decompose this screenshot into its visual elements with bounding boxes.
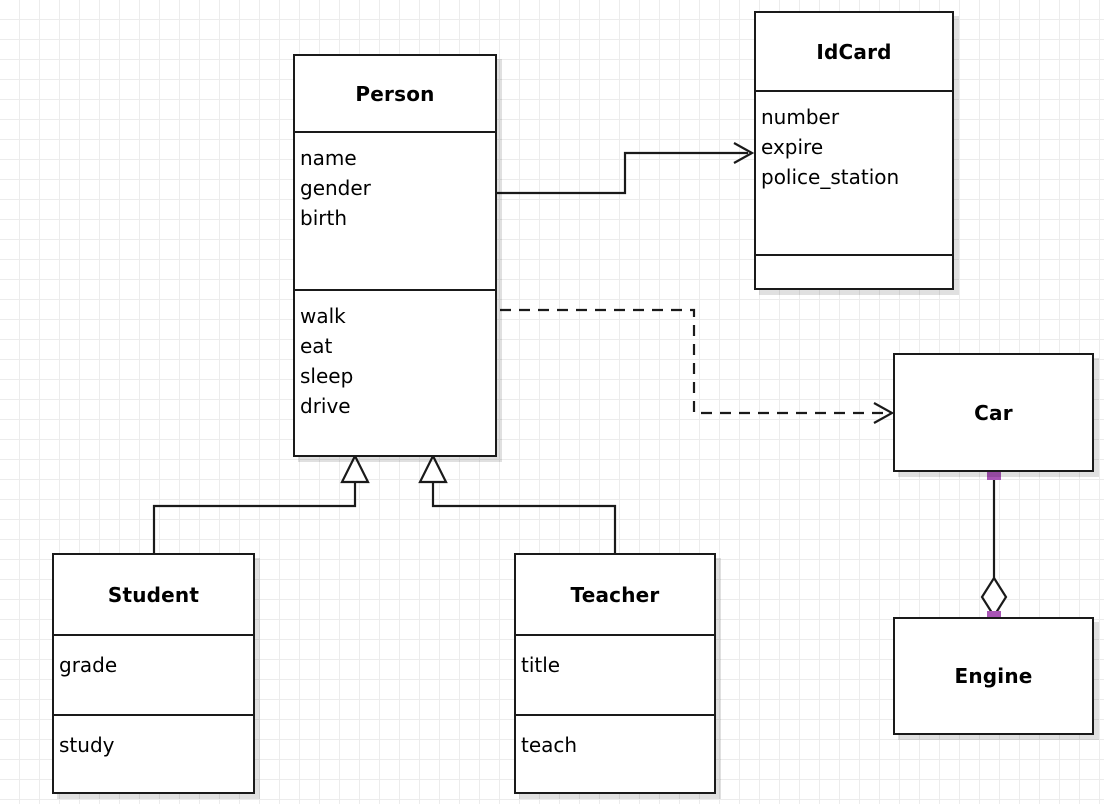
methods-compartment-teacher: teach — [516, 714, 714, 794]
method-item: study — [59, 733, 115, 757]
class-box-car[interactable]: Car — [893, 353, 1094, 472]
method-item: walk — [300, 304, 346, 328]
methods-compartment-person: walk eat sleep drive — [295, 289, 495, 455]
class-name-label: Person — [355, 81, 435, 106]
attribute-item: name — [300, 146, 357, 170]
method-item: teach — [521, 733, 578, 757]
attributes-compartment-person: name gender birth — [295, 131, 495, 289]
method-item: eat — [300, 334, 333, 358]
class-name-label: Student — [107, 582, 200, 607]
class-box-engine[interactable]: Engine — [893, 617, 1094, 735]
attribute-item: birth — [300, 206, 347, 230]
edge-student-person[interactable] — [152, 453, 370, 553]
edge-car-engine[interactable] — [980, 467, 1008, 624]
class-name-label: Engine — [954, 664, 1033, 688]
class-name-label: IdCard — [816, 39, 892, 64]
attribute-item: title — [521, 653, 561, 677]
attributes-compartment-idcard: number expire police_station — [756, 90, 952, 254]
attribute-item: grade — [59, 653, 118, 677]
attribute-item: expire — [761, 135, 824, 159]
methods-compartment-student: study — [54, 714, 253, 794]
class-name-label: Car — [974, 400, 1013, 425]
edge-teacher-person[interactable] — [418, 453, 617, 553]
class-name-teacher: Teacher — [516, 555, 714, 634]
class-box-student[interactable]: Student grade study — [52, 553, 255, 794]
class-name-car: Car — [895, 355, 1092, 470]
class-box-person[interactable]: Person name gender birth walk eat sleep … — [293, 54, 497, 457]
class-name-label: Teacher — [570, 582, 660, 607]
class-name-person: Person — [295, 56, 495, 131]
class-box-teacher[interactable]: Teacher title teach — [514, 553, 716, 794]
class-name-idcard: IdCard — [756, 13, 952, 90]
method-item: sleep — [300, 364, 354, 388]
edge-person-car[interactable] — [500, 308, 895, 424]
attributes-compartment-teacher: title — [516, 634, 714, 714]
class-name-student: Student — [54, 555, 253, 634]
edge-person-idcard[interactable] — [497, 142, 755, 195]
method-item: drive — [300, 394, 351, 418]
class-box-idcard[interactable]: IdCard number expire police_station — [754, 11, 954, 290]
methods-compartment-idcard — [756, 254, 952, 288]
attribute-item: number — [761, 105, 840, 129]
attribute-item: police_station — [761, 165, 900, 189]
attributes-compartment-student: grade — [54, 634, 253, 714]
attribute-item: gender — [300, 176, 371, 200]
class-name-engine: Engine — [895, 619, 1092, 733]
